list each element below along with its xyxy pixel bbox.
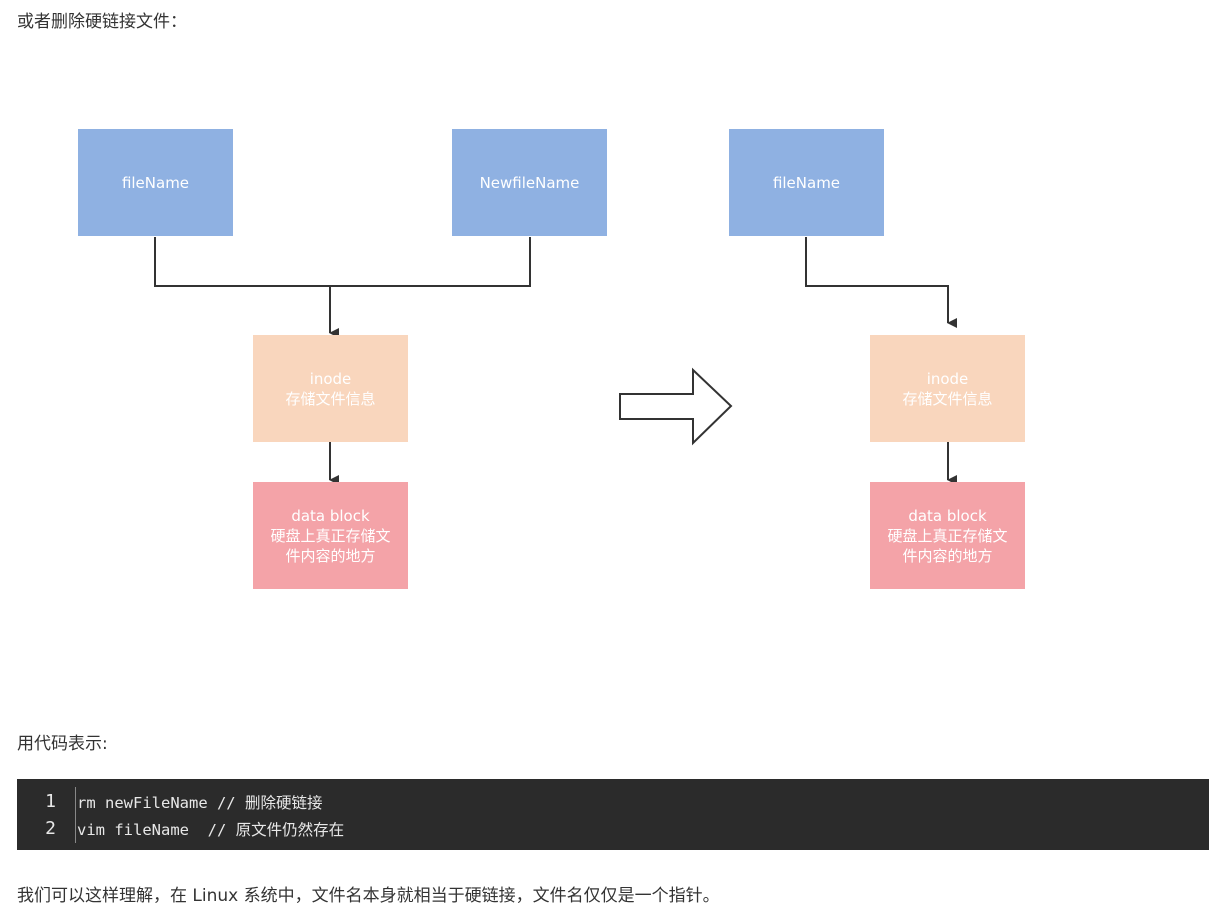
filename-label-left: fileName: [121, 173, 190, 192]
outro-paragraph: 我们可以这样理解，在 Linux 系统中，文件名本身就相当于硬链接，文件名仅仅是…: [17, 886, 720, 906]
inode-title-right: inode: [926, 369, 969, 388]
connector-filename-merge: [154, 237, 330, 287]
inode-box-left: inode 存储文件信息: [253, 335, 408, 442]
transition-arrow-icon: [619, 367, 733, 446]
line-number: 1: [45, 791, 56, 812]
connector-newfilename-merge: [330, 237, 531, 287]
datablock-desc-right-1: 硬盘上真正存储文: [887, 526, 1008, 545]
code-text[interactable]: rm newFileName // 删除硬链接: [77, 793, 323, 812]
datablock-box-left: data block 硬盘上真正存储文 件内容的地方: [253, 482, 408, 589]
datablock-desc-right-2: 件内容的地方: [902, 546, 993, 565]
datablock-box-right: data block 硬盘上真正存储文 件内容的地方: [870, 482, 1025, 589]
filename-box-right: fileName: [729, 129, 884, 236]
datablock-desc-left-1: 硬盘上真正存储文: [270, 526, 391, 545]
diagram-connectors: [154, 237, 957, 485]
line-number: 2: [45, 818, 56, 839]
intro-paragraph: 或者删除硬链接文件：: [17, 12, 187, 32]
filename-label-right: fileName: [772, 173, 841, 192]
inode-desc-right: 存储文件信息: [902, 389, 993, 408]
datablock-title-left: data block: [291, 506, 370, 525]
datablock-desc-left-2: 件内容的地方: [285, 546, 376, 565]
datablock-title-right: data block: [908, 506, 987, 525]
code-block[interactable]: 1 rm newFileName // 删除硬链接 2 vim fileName…: [17, 779, 1209, 850]
connector-filename-right: [805, 237, 957, 328]
inode-box-right: inode 存储文件信息: [870, 335, 1025, 442]
code-line: 2 vim fileName // 原文件仍然存在: [17, 815, 1209, 842]
code-line: 1 rm newFileName // 删除硬链接: [17, 788, 1209, 815]
inode-desc-left: 存储文件信息: [285, 389, 376, 408]
newfilename-box: NewfileName: [452, 129, 607, 236]
gutter-separator: [75, 787, 76, 843]
code-text[interactable]: vim fileName // 原文件仍然存在: [77, 820, 345, 839]
filename-box-left: fileName: [78, 129, 233, 236]
inode-title-left: inode: [309, 369, 352, 388]
code-intro-paragraph: 用代码表示:: [17, 734, 108, 754]
hard-link-diagram: fileName NewfileName inode 存储文件信息 data b…: [78, 129, 1025, 589]
newfilename-label: NewfileName: [479, 173, 580, 192]
